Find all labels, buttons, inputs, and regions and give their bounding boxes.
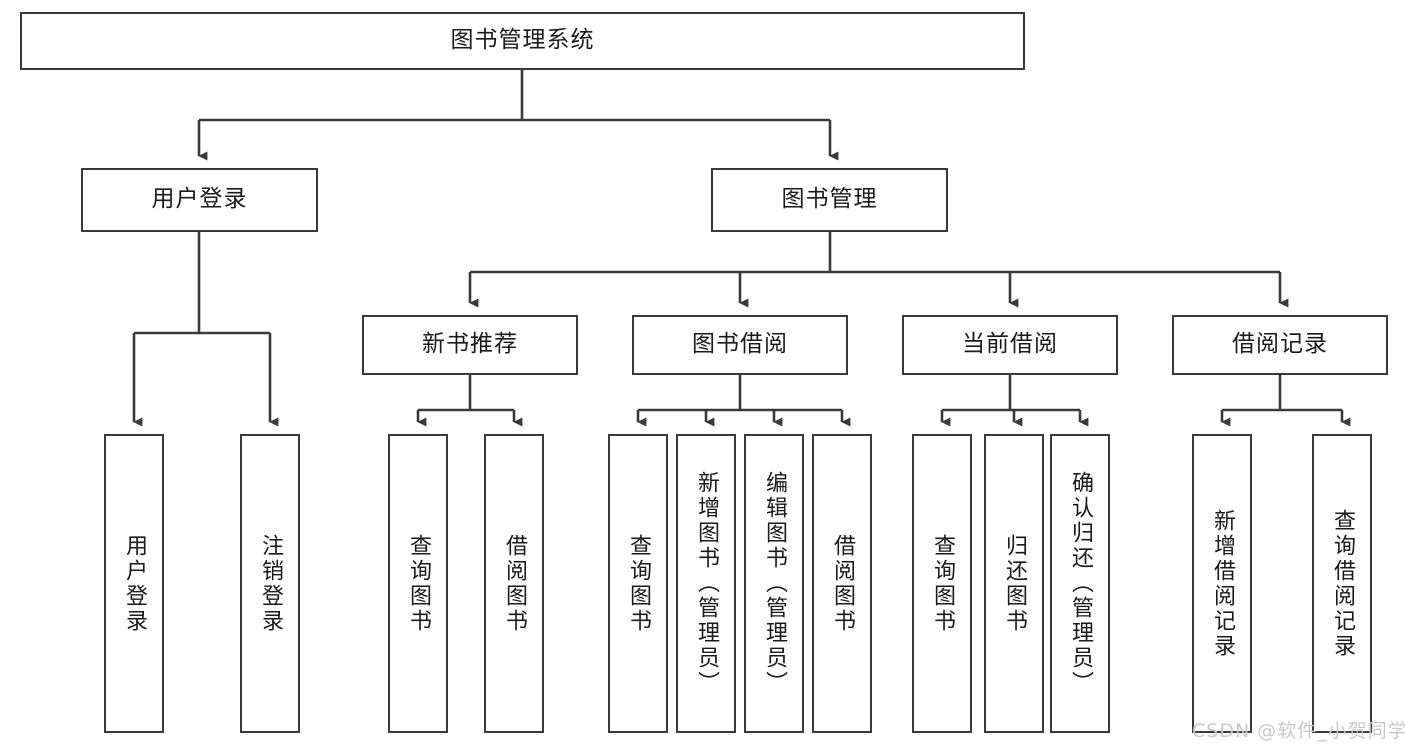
node-label: 借阅记录 xyxy=(1232,331,1328,358)
node-leaf-query-record[interactable]: 查询借阅记录 xyxy=(1312,434,1372,733)
node-leaf-query-book-2[interactable]: 查询图书 xyxy=(608,434,668,733)
node-leaf-add-book[interactable]: 新增图书（管理员） xyxy=(676,434,736,733)
node-label: 借阅图书 xyxy=(830,533,855,634)
node-leaf-borrow-book-2[interactable]: 借阅图书 xyxy=(812,434,872,733)
node-label: 查询图书 xyxy=(626,533,651,634)
node-leaf-query-book-1[interactable]: 查询图书 xyxy=(388,434,448,733)
node-leaf-confirm-return[interactable]: 确认归还（管理员） xyxy=(1050,434,1110,733)
node-leaf-add-record[interactable]: 新增借阅记录 xyxy=(1192,434,1252,733)
node-label: 查询借阅记录 xyxy=(1330,508,1355,659)
node-label: 归还图书 xyxy=(1002,533,1027,634)
node-leaf-logout[interactable]: 注销登录 xyxy=(240,434,300,733)
node-label: 确认归还（管理员） xyxy=(1068,471,1093,696)
node-leaf-query-book-3[interactable]: 查询图书 xyxy=(912,434,972,733)
node-label: 编辑图书（管理员） xyxy=(762,471,787,696)
node-label: 当前借阅 xyxy=(962,331,1058,358)
node-label: 注销登录 xyxy=(258,533,283,634)
node-label: 新增图书（管理员） xyxy=(694,471,719,696)
node-book-management[interactable]: 图书管理 xyxy=(711,168,948,232)
node-leaf-edit-book[interactable]: 编辑图书（管理员） xyxy=(744,434,804,733)
node-borrow-record[interactable]: 借阅记录 xyxy=(1172,315,1388,375)
node-book-borrow[interactable]: 图书借阅 xyxy=(632,315,848,375)
node-user-login[interactable]: 用户登录 xyxy=(81,168,318,232)
node-label: 图书管理 xyxy=(781,186,878,213)
node-label: 借阅图书 xyxy=(502,533,527,634)
watermark-credit: CSDN @软件_小贺同学 xyxy=(1192,720,1405,742)
node-leaf-return-book[interactable]: 归还图书 xyxy=(984,434,1044,733)
node-root-system[interactable]: 图书管理系统 xyxy=(20,12,1025,70)
node-label: 用户登录 xyxy=(151,186,248,213)
node-label: 图书借阅 xyxy=(692,331,788,358)
node-new-book-recommend[interactable]: 新书推荐 xyxy=(362,315,578,375)
node-leaf-borrow-book-1[interactable]: 借阅图书 xyxy=(484,434,544,733)
node-label: 新书推荐 xyxy=(422,331,518,358)
node-label: 查询图书 xyxy=(406,533,431,634)
node-leaf-user-login[interactable]: 用户登录 xyxy=(104,434,164,733)
node-label: 新增借阅记录 xyxy=(1210,508,1235,659)
node-label: 查询图书 xyxy=(930,533,955,634)
node-label: 图书管理系统 xyxy=(450,27,595,54)
node-current-borrow[interactable]: 当前借阅 xyxy=(902,315,1118,375)
node-label: 用户登录 xyxy=(122,533,147,634)
